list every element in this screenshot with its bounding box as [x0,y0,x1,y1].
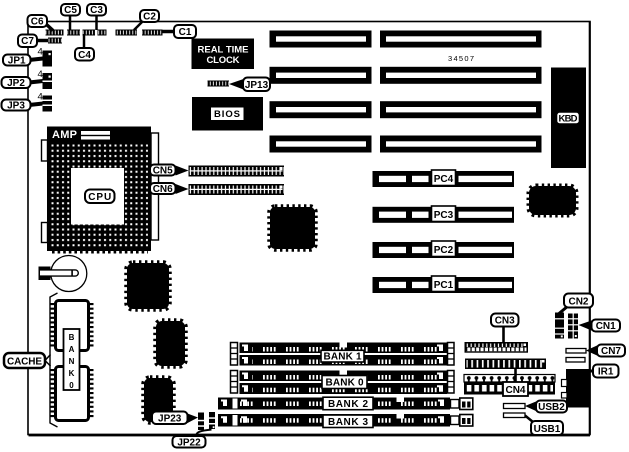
svg-text:JP1: JP1 [8,56,26,67]
svg-text:AMP: AMP [52,129,77,141]
svg-text:C7: C7 [21,36,34,47]
svg-text:PC1: PC1 [434,280,454,291]
svg-text:JP23: JP23 [158,414,182,425]
svg-text:C2: C2 [143,12,156,23]
svg-text:B: B [69,333,75,342]
svg-text:BANK 2: BANK 2 [328,399,368,410]
svg-text:C6: C6 [31,17,44,28]
svg-text:PC4: PC4 [434,174,454,185]
svg-text:0: 0 [69,381,74,390]
svg-text:USB1: USB1 [534,424,561,435]
svg-text:CPU: CPU [88,192,111,203]
svg-text:4: 4 [38,69,43,80]
svg-text:CACHE: CACHE [7,357,42,368]
svg-text:PC3: PC3 [434,210,454,221]
svg-text:REAL TIME: REAL TIME [198,45,249,56]
svg-text:BANK 0: BANK 0 [326,378,364,389]
svg-text:BANK 3: BANK 3 [328,417,368,428]
svg-text:CN4: CN4 [505,385,525,396]
svg-text:CN3: CN3 [495,316,515,327]
svg-text:CN1: CN1 [596,321,616,332]
svg-text:JP13: JP13 [245,80,269,91]
svg-text:USB2: USB2 [538,402,565,413]
svg-text:34507: 34507 [448,54,474,63]
svg-text:PC2: PC2 [434,245,454,256]
svg-text:CN5: CN5 [153,166,173,177]
svg-text:C5: C5 [64,5,77,16]
svg-text:JP22: JP22 [177,438,201,449]
svg-text:C4: C4 [78,50,91,61]
svg-text:C3: C3 [90,5,103,16]
svg-text:CN2: CN2 [568,297,588,308]
svg-text:CLOCK: CLOCK [207,55,240,66]
svg-text:JP2: JP2 [7,78,25,89]
svg-text:K: K [69,369,75,378]
svg-text:CN6: CN6 [153,184,173,195]
svg-text:4: 4 [38,92,43,103]
svg-text:N: N [69,357,75,366]
svg-text:C1: C1 [179,27,192,38]
svg-text:BANK 1: BANK 1 [324,352,362,363]
svg-text:4: 4 [38,47,43,58]
svg-text:BIOS: BIOS [214,109,240,120]
svg-text:CN7: CN7 [601,346,621,357]
svg-text:JP3: JP3 [7,101,25,112]
svg-text:IR1: IR1 [598,367,614,378]
svg-text:A: A [69,345,75,354]
svg-text:KBD: KBD [559,114,578,125]
